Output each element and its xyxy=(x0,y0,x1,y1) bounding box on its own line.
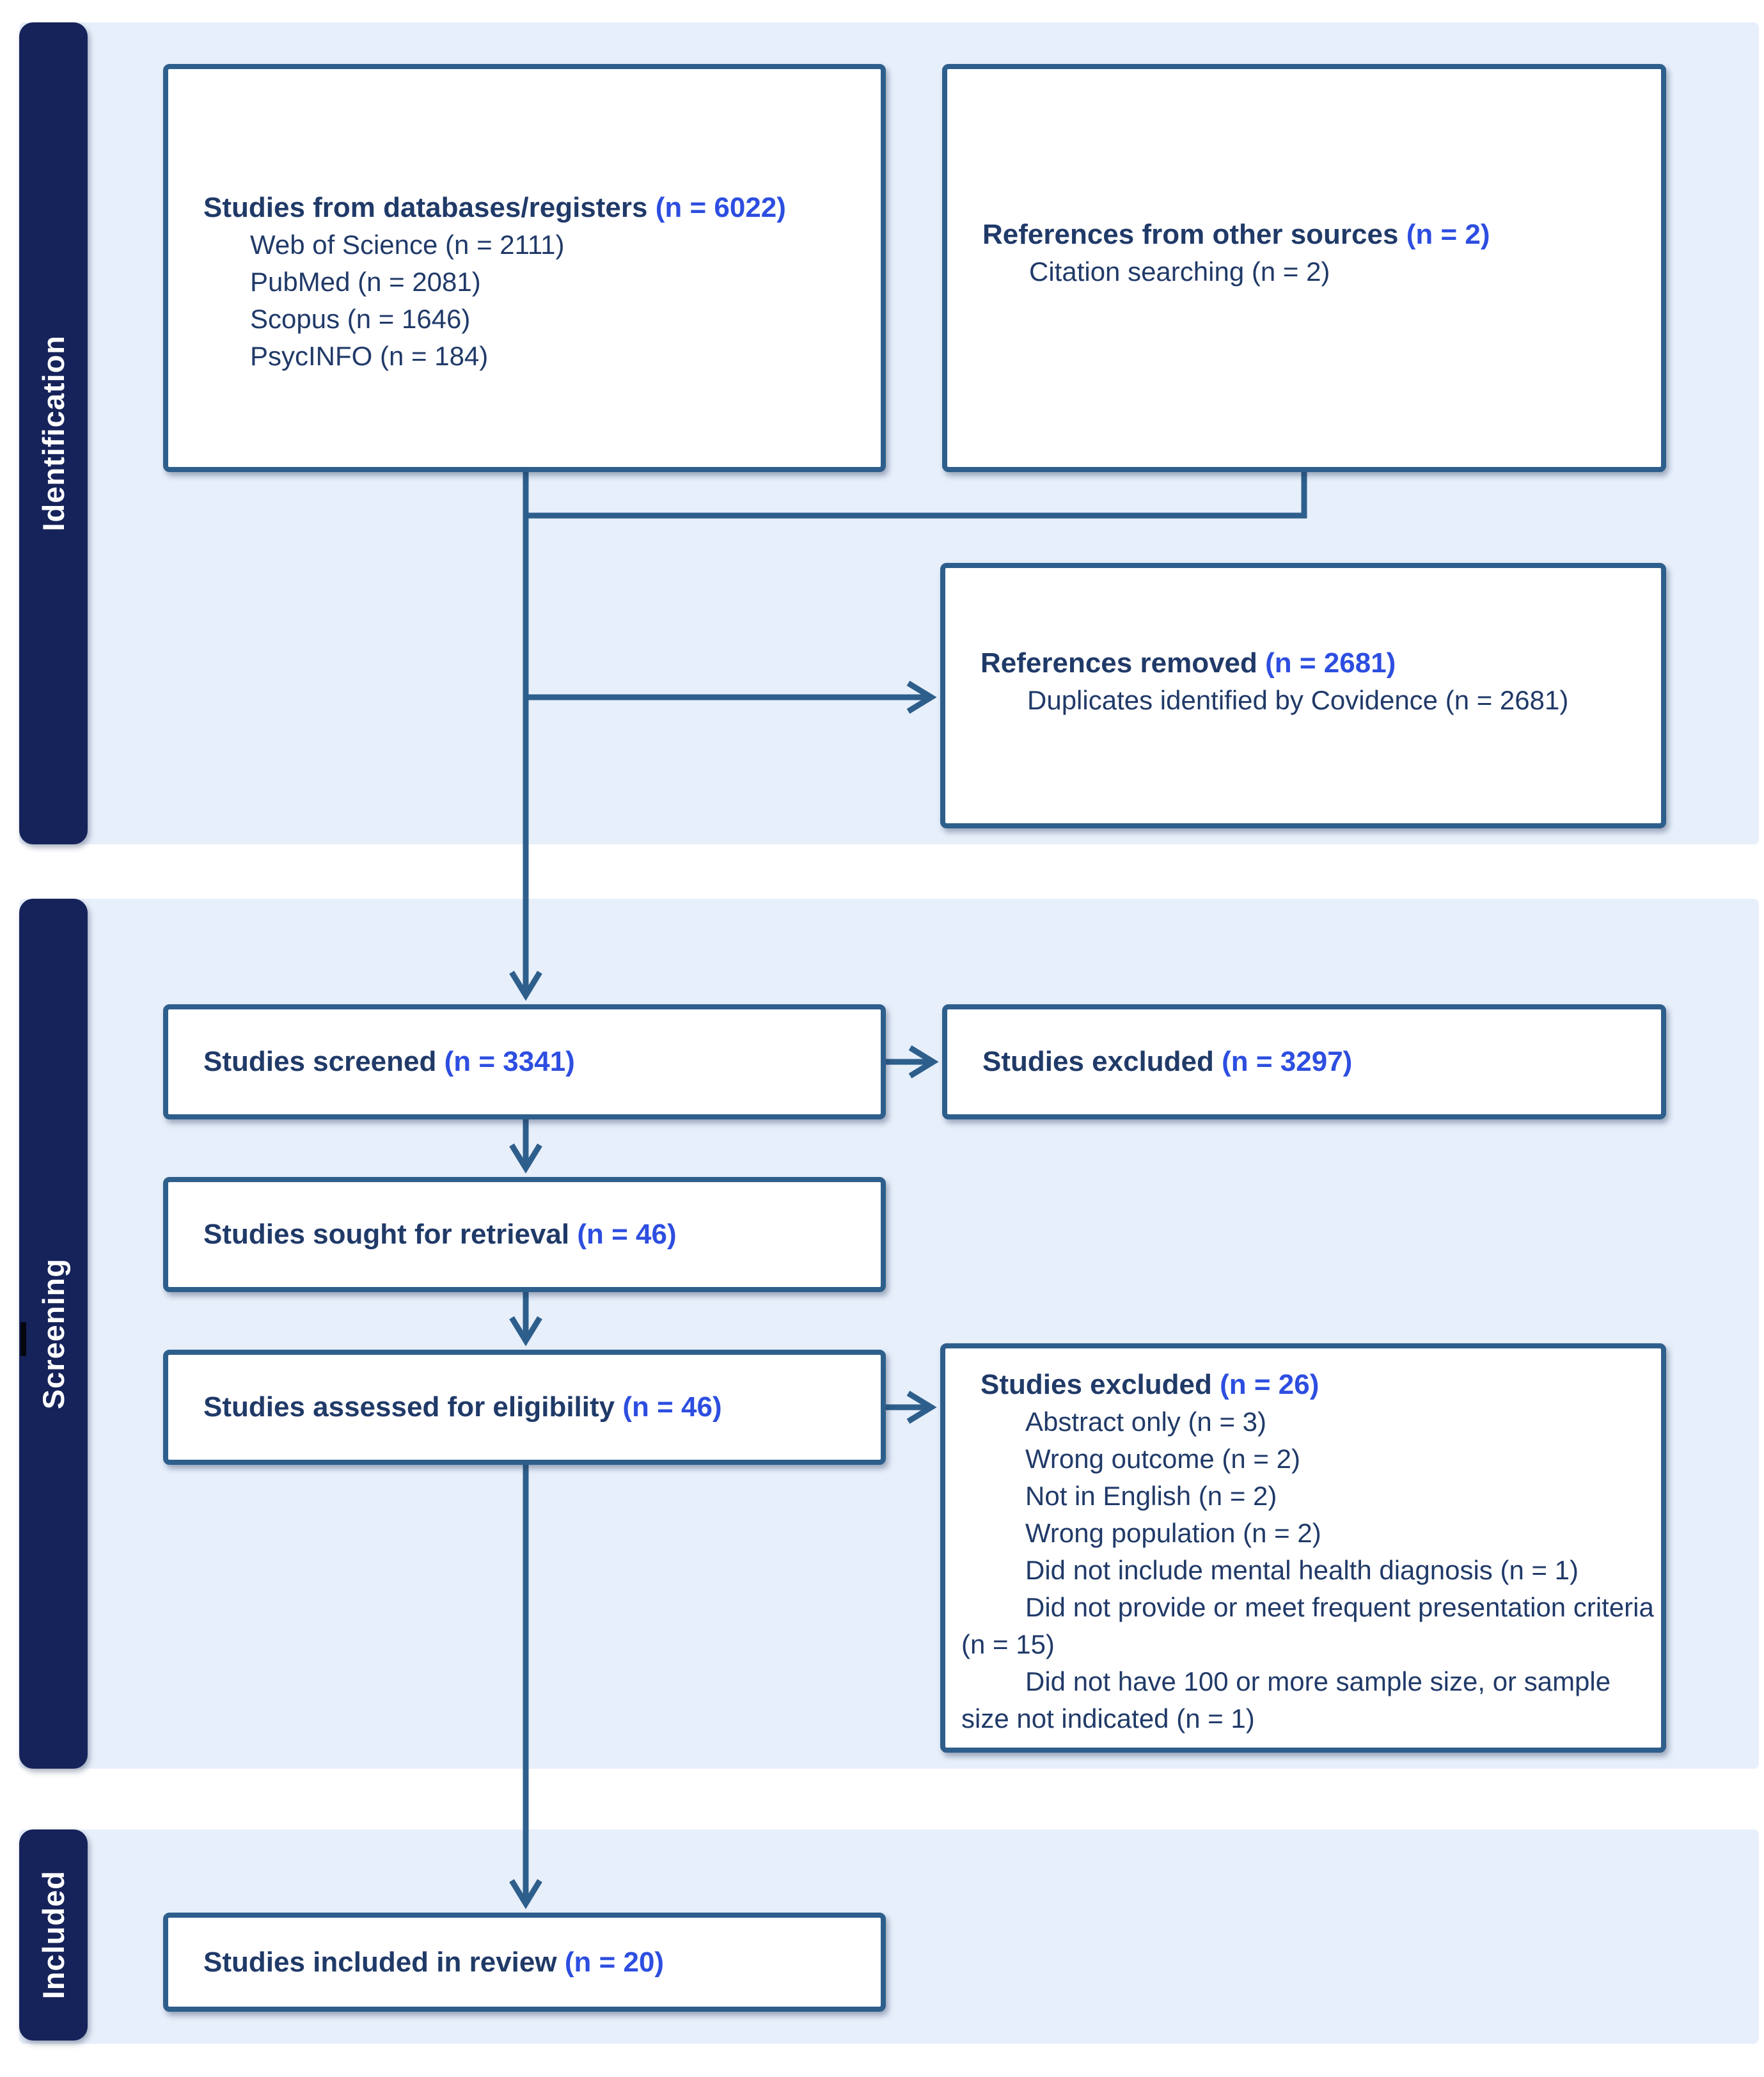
box-references-removed: References removed (n = 2681) Duplicates… xyxy=(940,563,1666,828)
box-references-other-sources: References from other sources (n = 2) Ci… xyxy=(942,64,1666,472)
count-badge: (n = 6022) xyxy=(655,192,786,223)
box-studies-excluded-screening: Studies excluded (n = 3297) xyxy=(942,1004,1666,1119)
box-title-text: Studies screened xyxy=(203,1046,437,1077)
box-studies-excluded-eligibility: Studies excluded (n = 26) Abstract only … xyxy=(940,1343,1666,1753)
box-title-text: Studies included in review xyxy=(203,1946,557,1978)
box-title-line: Studies excluded (n = 3297) xyxy=(947,1043,1352,1080)
box-studies-assessed-eligibility: Studies assessed for eligibility (n = 46… xyxy=(163,1350,886,1465)
box-title-line: Studies screened (n = 3341) xyxy=(168,1043,575,1080)
exclusion-reason: Did not include mental health diagnosis … xyxy=(1025,1555,1579,1585)
box-title-line: Studies sought for retrieval (n = 46) xyxy=(168,1216,677,1253)
database-item: Scopus (n = 1646) xyxy=(250,304,471,334)
box-studies-screened: Studies screened (n = 3341) xyxy=(163,1004,886,1119)
box-title-line: Studies included in review (n = 20) xyxy=(168,1944,664,1981)
screening-phase-bar: Screening xyxy=(19,899,88,1769)
count-badge: (n = 2) xyxy=(1406,219,1490,250)
sidebar-edge-artifact xyxy=(20,1322,26,1356)
box-title-text: References from other sources xyxy=(982,219,1399,250)
box-title-line: References removed (n = 2681) xyxy=(945,645,1661,682)
box-title-text: Studies excluded xyxy=(982,1046,1214,1077)
box-title-text: Studies sought for retrieval xyxy=(203,1219,570,1250)
count-badge: (n = 26) xyxy=(1220,1369,1319,1400)
box-title-line: Studies from databases/registers (n = 60… xyxy=(168,189,881,226)
box-title-text: References removed xyxy=(980,647,1257,679)
included-phase-bar: Included xyxy=(19,1829,88,2041)
box-title-line: Studies excluded (n = 26) xyxy=(945,1366,1661,1403)
count-badge: (n = 20) xyxy=(564,1946,665,1978)
database-item: PsycINFO (n = 184) xyxy=(250,341,489,371)
database-item: Web of Science (n = 2111) xyxy=(250,230,565,260)
count-badge: (n = 2681) xyxy=(1265,647,1396,679)
database-item: PubMed (n = 2081) xyxy=(250,267,481,297)
exclusion-reason: Wrong population (n = 2) xyxy=(1025,1518,1321,1548)
removed-item: Duplicates identified by Covidence (n = … xyxy=(1027,685,1569,715)
connector-other-sources-merge xyxy=(528,472,1307,519)
count-badge: (n = 3341) xyxy=(444,1046,575,1077)
exclusion-reason: Did not provide or meet frequent present… xyxy=(961,1592,1654,1659)
source-item: Citation searching (n = 2) xyxy=(1029,257,1330,287)
exclusion-reason: Did not have 100 or more sample size, or… xyxy=(961,1666,1611,1733)
box-studies-included-review: Studies included in review (n = 20) xyxy=(163,1913,886,2012)
box-title-text: Studies assessed for eligibility xyxy=(203,1391,615,1423)
exclusion-reason: Abstract only (n = 3) xyxy=(1025,1407,1266,1437)
box-title-line: References from other sources (n = 2) xyxy=(947,216,1661,253)
box-studies-sought-retrieval: Studies sought for retrieval (n = 46) xyxy=(163,1177,886,1292)
exclusion-reason: Wrong outcome (n = 2) xyxy=(1025,1444,1300,1474)
identification-phase-bar: Identification xyxy=(19,22,88,844)
box-studies-from-databases: Studies from databases/registers (n = 60… xyxy=(163,64,886,472)
count-badge: (n = 3297) xyxy=(1222,1046,1353,1077)
count-badge: (n = 46) xyxy=(622,1391,722,1423)
exclusion-reason: Not in English (n = 2) xyxy=(1025,1481,1277,1511)
box-title-text: Studies from databases/registers xyxy=(203,192,648,223)
count-badge: (n = 46) xyxy=(577,1219,677,1250)
box-title-line: Studies assessed for eligibility (n = 46… xyxy=(168,1389,722,1426)
box-title-text: Studies excluded xyxy=(980,1369,1212,1400)
